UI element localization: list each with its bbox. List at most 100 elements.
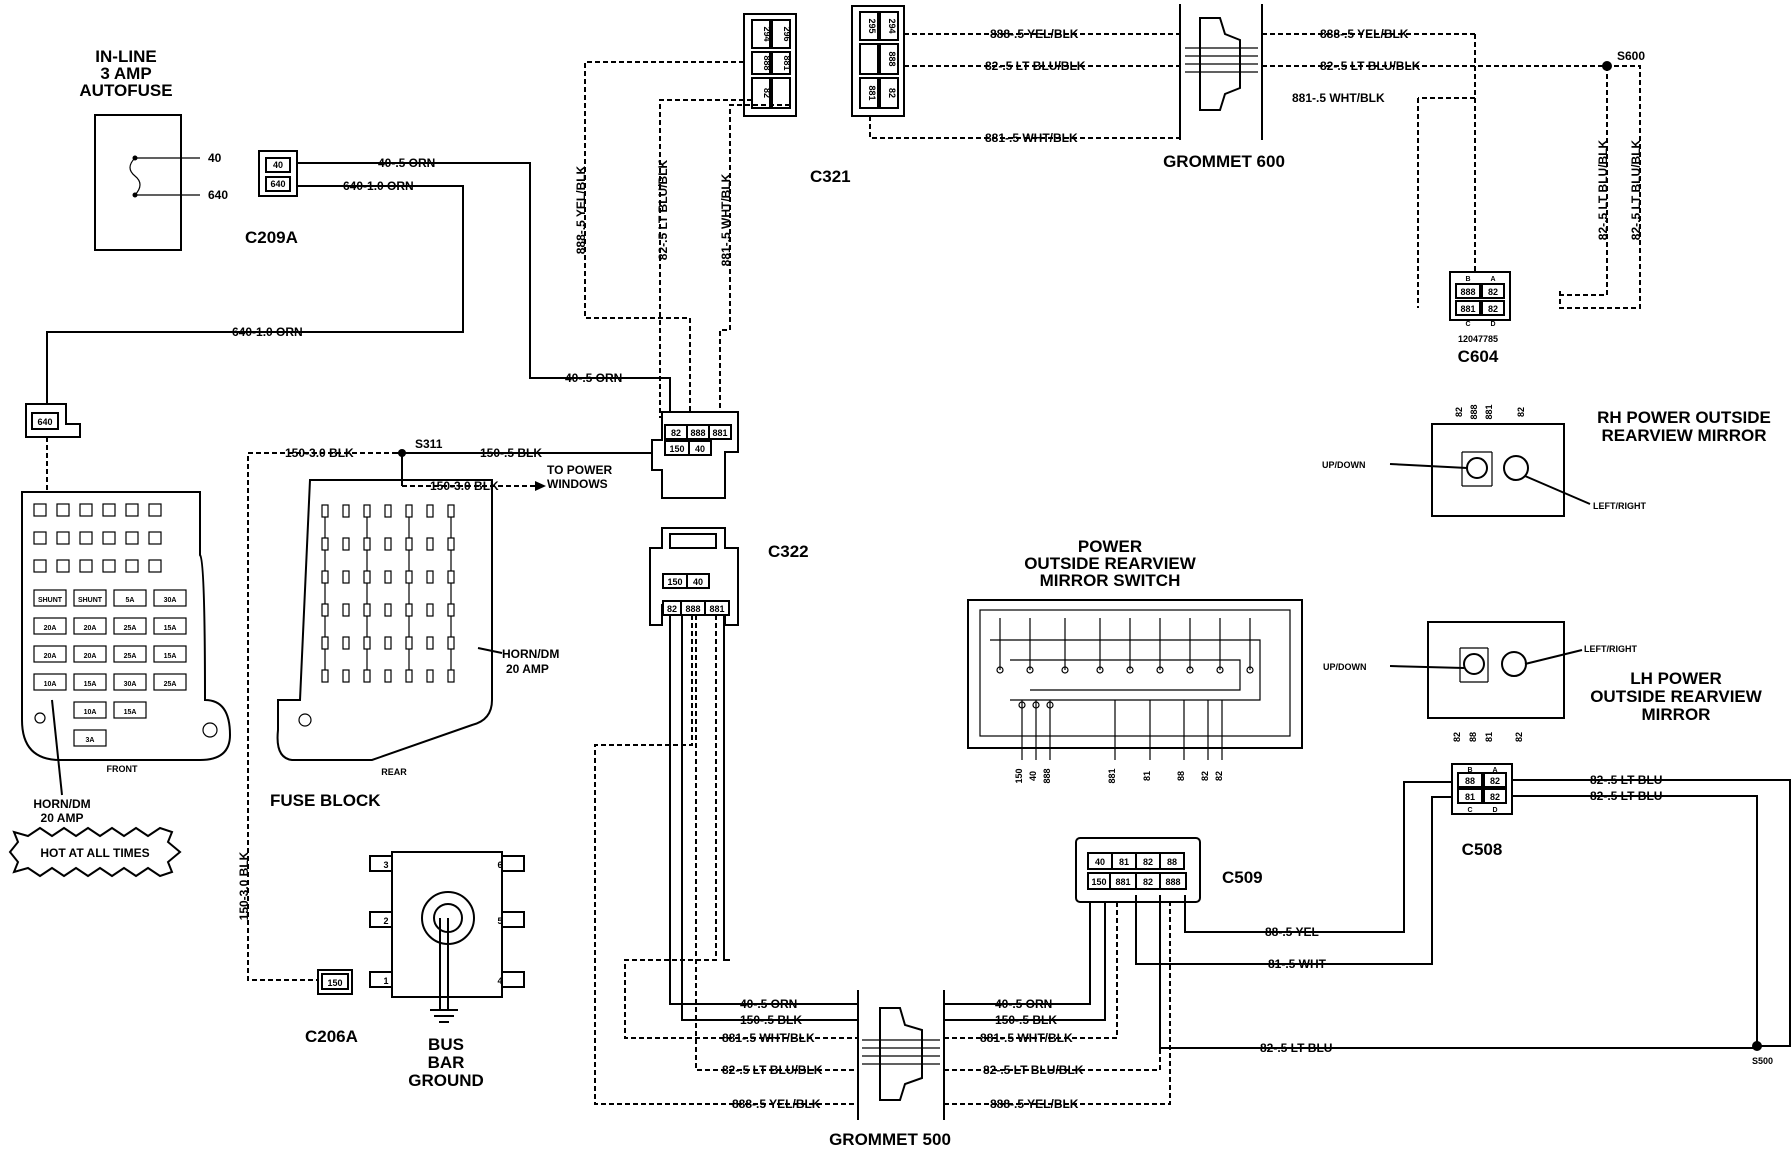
bus-label-2: BAR — [428, 1053, 465, 1072]
horn-rear-line2: 20 AMP — [506, 662, 549, 676]
wire-888-top-label-2: 888-.5 YEL/BLK — [1320, 27, 1409, 41]
fuse-slot — [56, 503, 70, 517]
rh-term-888: 888 — [1469, 404, 1479, 419]
c509-pin-82b: 82 — [1143, 877, 1153, 887]
fuse-stud — [342, 570, 350, 584]
fuse — [113, 645, 147, 663]
c508-pin-81: 81 — [1465, 792, 1475, 802]
fuse — [33, 673, 67, 691]
lh-term-81: 81 — [1484, 732, 1494, 742]
fuse-slot — [79, 503, 93, 517]
lh-mirror-title-2: OUTSIDE REARVIEW — [1590, 687, 1763, 706]
fuse-block-title: FUSE BLOCK — [270, 791, 381, 810]
fuse-stud — [384, 669, 392, 683]
fuse-rating: 5A — [126, 597, 135, 604]
wire-150-harness — [669, 615, 858, 1005]
rh-mirror: RH POWER OUTSIDE REARVIEW MIRROR 82 888 … — [1322, 404, 1771, 517]
c509-pin-150: 150 — [1091, 877, 1106, 887]
connector-c508: B A C D 88 82 81 82 C508 — [1451, 763, 1513, 859]
bus-pin-1: 1 — [383, 976, 388, 986]
fuse-rating: 30A — [124, 681, 137, 688]
fuse-rating: 30A — [164, 597, 177, 604]
lh-term-82b: 82 — [1514, 732, 1524, 742]
wire-888-top-label: 888-.5 YEL/BLK — [990, 27, 1079, 41]
c508-cav-b: B — [1467, 767, 1472, 774]
wire-881-top-label: 881-.5 WHT/BLK — [985, 131, 1078, 145]
c508-cav-d: D — [1492, 807, 1497, 814]
wire-150-3-label-1: 150-3.0 BLK — [285, 446, 354, 460]
wire-40-orn-label-2: 40-.5 ORN — [565, 371, 622, 385]
bus-pin-6: 6 — [497, 860, 502, 870]
wire-150-3-label-3: 150-3.0 BLK — [430, 479, 499, 493]
fuse-rating: 15A — [84, 681, 97, 688]
fuse-stud — [426, 603, 434, 617]
fuse-slot — [102, 531, 116, 545]
wire-888-g500-label-l: 888-.5 YEL/BLK — [732, 1097, 821, 1111]
c509-label: C509 — [1222, 868, 1263, 887]
autofuse-pin-40: 40 — [208, 151, 222, 165]
wire-150-3-label-2: 150-3.0 BLK — [237, 851, 251, 920]
fuse-slot — [148, 559, 162, 573]
fuse — [113, 617, 147, 635]
c206a-label: C206A — [305, 1027, 358, 1046]
connector-c509: 40 81 82 88 150 881 82 888 C509 — [1075, 837, 1263, 903]
fuse-stud — [426, 537, 434, 551]
fuse-stud — [363, 669, 371, 683]
bus-pin-3: 3 — [383, 860, 388, 870]
c322-pin-150: 150 — [667, 577, 682, 587]
wire-40-g500-label-r: 40-.5 ORN — [995, 997, 1052, 1011]
c322-pin-40: 40 — [693, 577, 703, 587]
hot-at-all-times: HOT AT ALL TIMES — [40, 846, 149, 860]
c321r-pin-82: 82 — [887, 88, 897, 98]
fuse-rating: 25A — [124, 653, 137, 660]
switch-term-82b: 82 — [1214, 771, 1224, 781]
fuse-slot — [148, 503, 162, 517]
mirror-switch: POWER OUTSIDE REARVIEW MIRROR SWITCH 150… — [967, 537, 1303, 784]
fuse-slot — [102, 559, 116, 573]
c604-pin-82b: 82 — [1488, 304, 1498, 314]
c321l-pin-881: 881 — [782, 55, 792, 70]
c321-label: C321 — [810, 167, 851, 186]
wire-82-g500-label-r: 82-.5 LT BLU/BLK — [983, 1063, 1084, 1077]
fuse — [73, 589, 107, 607]
lh-term-88: 88 — [1468, 732, 1478, 742]
wire-888-g500-label-r: 888-.5 YEL/BLK — [990, 1097, 1079, 1111]
fuse-slot — [33, 559, 47, 573]
wire-88-yel — [1184, 781, 1452, 933]
fuse — [73, 617, 107, 635]
wire-82-c508-label-1: 82-.5 LT BLU — [1590, 773, 1662, 787]
connector-c322: 150 40 82 888 881 C322 — [649, 527, 809, 626]
fuse-stud — [342, 603, 350, 617]
fuse-block-rear-label: REAR — [381, 767, 407, 777]
fuse-stud — [342, 504, 350, 518]
horn-pointer-front — [51, 699, 63, 796]
c604-label: C604 — [1458, 347, 1499, 366]
wire-888-vert-label: 888-.5 YEL/BLK — [574, 165, 588, 254]
fuse — [33, 617, 67, 635]
c604-pin-888: 888 — [1460, 287, 1475, 297]
fuse-rating: 10A — [84, 709, 97, 716]
wire-888-left — [584, 61, 744, 418]
wire-881-top-label-2: 881-.5 WHT/BLK — [1292, 91, 1385, 105]
fuse — [153, 673, 187, 691]
fuse-stud — [342, 636, 350, 650]
connector-c321-lower: 82 888 881 150 40 — [651, 411, 739, 499]
wire-82-s600-label-2: 82-.5 LT BLU/BLK — [1629, 139, 1643, 240]
switch-term-888: 888 — [1042, 768, 1052, 783]
wire-40-orn — [297, 162, 671, 418]
bus-bar-ground: 3 2 1 6 5 4 BUS BAR GROUND — [369, 851, 525, 1090]
lh-mirror: 82 88 81 82 UP/DOWN LEFT/RIGHT LH POWER … — [1323, 621, 1763, 742]
c206a-pin: 150 — [327, 978, 342, 988]
grommet-500: GROMMET 500 — [829, 990, 951, 1149]
fuse-stud — [426, 636, 434, 650]
wire-82-vert-label: 82-.5 LT BLU/BLK — [656, 159, 670, 260]
fuse-rating: 25A — [124, 625, 137, 632]
c321lo-pin-82: 82 — [671, 428, 681, 438]
fuse-stud — [342, 669, 350, 683]
bus-label-3: GROUND — [408, 1071, 484, 1090]
fuse-slot — [125, 559, 139, 573]
fuse-slot — [33, 531, 47, 545]
rh-mirror-title-2: REARVIEW MIRROR — [1602, 426, 1767, 445]
